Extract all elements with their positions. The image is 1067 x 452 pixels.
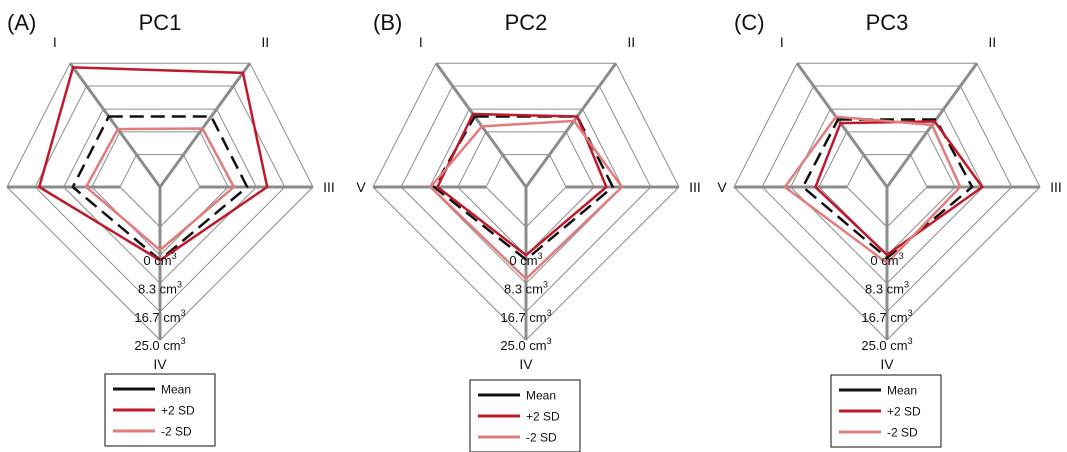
legend-entry: Mean xyxy=(887,384,917,398)
grid-ring xyxy=(400,85,652,313)
axis-hub xyxy=(501,153,528,188)
axis-hub xyxy=(862,153,889,188)
legend-entry: -2 SD xyxy=(161,425,192,439)
legend-entry: +2 SD xyxy=(161,404,195,418)
panel-label: (A) xyxy=(7,10,36,35)
grid-ring xyxy=(372,62,680,341)
series-mean xyxy=(801,118,974,260)
grid-ring xyxy=(63,108,257,285)
axis-label-II: II xyxy=(261,34,269,50)
legend-entry: Mean xyxy=(161,383,191,397)
panel-label: (C) xyxy=(734,10,765,35)
grid-ring xyxy=(790,108,984,285)
radial-tick-label: 16.7 cm3 xyxy=(134,308,185,325)
series-mean xyxy=(71,115,249,262)
axis-spoke-I xyxy=(795,62,865,156)
legend-entry: Mean xyxy=(526,389,556,403)
radial-tick-label: 16.7 cm3 xyxy=(500,308,551,325)
axis-label-V: V xyxy=(717,179,727,195)
radial-tick-label: 25.0 cm3 xyxy=(134,336,185,353)
grid-ring xyxy=(846,154,928,228)
axis-label-IV: IV xyxy=(519,356,533,372)
axis-label-I: I xyxy=(780,34,784,50)
chart-title: PC2 xyxy=(505,10,548,35)
grid-ring xyxy=(457,131,595,256)
grid-ring xyxy=(429,108,623,285)
axis-label-III: III xyxy=(1050,179,1062,195)
axis-spoke-II xyxy=(182,62,252,156)
chart-title: PC3 xyxy=(866,10,909,35)
axis-label-IV: IV xyxy=(880,356,894,372)
axis-label-I: I xyxy=(419,34,423,50)
axis-spoke-II xyxy=(548,62,618,156)
legend: Mean +2 SD -2 SD xyxy=(104,373,216,447)
axis-hub xyxy=(158,153,185,188)
axis-label-I: I xyxy=(53,34,57,50)
radial-tick-label: 25.0 cm3 xyxy=(861,336,912,353)
grid-ring xyxy=(733,62,1041,341)
radial-tick-label: 8.3 cm3 xyxy=(504,279,548,296)
grid-ring xyxy=(761,85,1013,313)
radial-tick-label: 16.7 cm3 xyxy=(861,308,912,325)
legend: Mean +2 SD -2 SD xyxy=(469,379,581,452)
axis-label-II: II xyxy=(627,34,635,50)
axis-spoke-II xyxy=(909,62,979,156)
radial-tick-label: 0 cm3 xyxy=(143,251,176,268)
radial-tick-label: 8.3 cm3 xyxy=(138,279,182,296)
grid-ring xyxy=(119,154,201,228)
grid-ring xyxy=(485,154,567,228)
axis-spoke-I xyxy=(434,62,504,156)
legend-entry: -2 SD xyxy=(526,431,557,445)
grid-ring xyxy=(6,62,314,341)
legend: Mean +2 SD -2 SD xyxy=(830,374,942,448)
series--2-sd xyxy=(783,115,962,265)
axis-hub xyxy=(885,153,912,188)
axis-label-IV: IV xyxy=(153,356,167,372)
series--2-sd xyxy=(37,66,269,262)
radial-tick-label: 25.0 cm3 xyxy=(500,336,551,353)
legend-entry: +2 SD xyxy=(526,410,560,424)
radial-tick-label: 0 cm3 xyxy=(509,251,542,268)
series--2-sd xyxy=(813,120,985,257)
axis-hub xyxy=(135,153,162,188)
grid-ring xyxy=(818,131,956,256)
series--2-sd xyxy=(84,127,236,252)
legend-entry: -2 SD xyxy=(887,426,918,440)
axis-label-V: V xyxy=(356,179,366,195)
radial-tick-label: 8.3 cm3 xyxy=(865,279,909,296)
panel-label: (B) xyxy=(373,10,402,35)
axis-spoke-I xyxy=(68,62,138,156)
series--2-sd xyxy=(428,119,624,281)
series--2-sd xyxy=(435,112,608,257)
axis-label-III: III xyxy=(323,179,335,195)
axis-label-II: II xyxy=(988,34,996,50)
legend-entry: +2 SD xyxy=(887,405,921,419)
chart-title: PC1 xyxy=(139,10,182,35)
axis-label-III: III xyxy=(689,179,701,195)
radial-tick-label: 0 cm3 xyxy=(870,251,903,268)
axis-hub xyxy=(524,153,551,188)
